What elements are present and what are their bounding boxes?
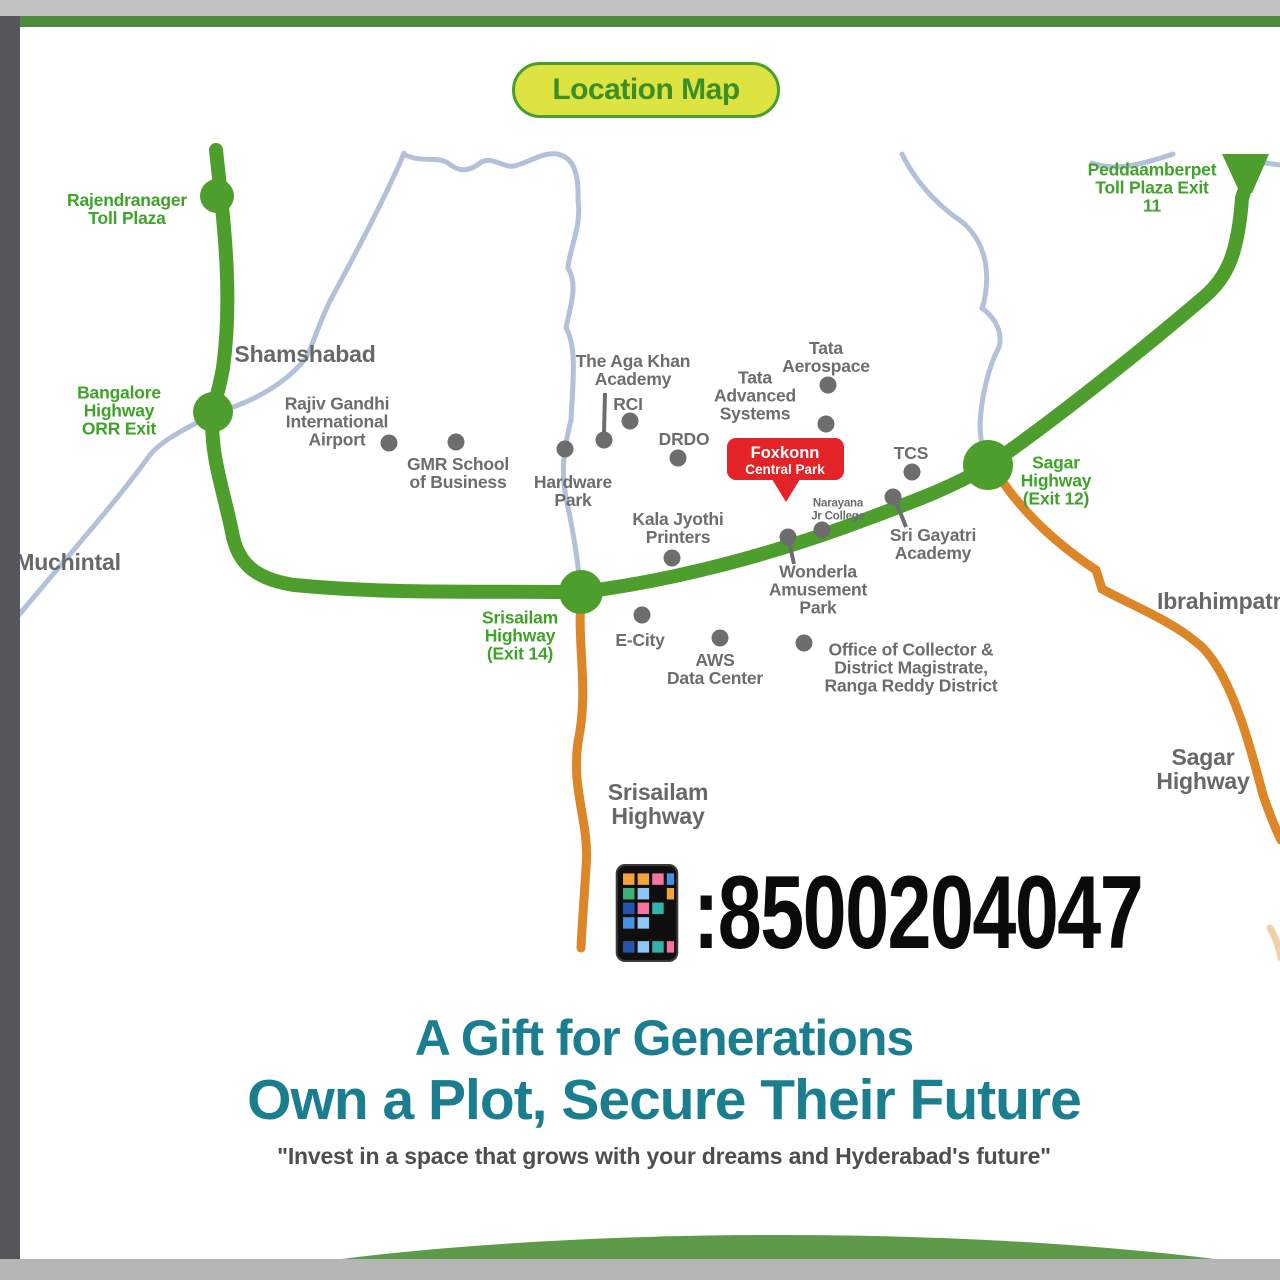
- label-srisailam-highway: Srisailam Highway: [607, 779, 709, 829]
- toll-node-rajendranagar: [200, 179, 234, 213]
- headline-line2: Own a Plot, Secure Their Future: [247, 1068, 1082, 1132]
- label-collector-office: Office of Collector & District Magistrat…: [824, 639, 998, 697]
- label-tata-aerospace: Tata Aerospace: [782, 337, 870, 376]
- label-tata-advanced-systems: Tata Advanced Systems: [713, 367, 797, 425]
- label-muchintal: Muchintal: [15, 549, 121, 576]
- poi-dot-rci: [621, 412, 639, 430]
- bottom-gray-strip: [0, 1259, 1280, 1280]
- label-hardware-park: Hardware Park: [533, 471, 613, 510]
- poi-dot-ecity: [633, 606, 651, 624]
- poi-dot-collector: [795, 634, 813, 652]
- label-tcs: TCS: [893, 442, 929, 463]
- junction-node-exit14: [559, 570, 603, 614]
- label-sagar-highway-exit12: Sagar Highway (Exit 12): [1020, 452, 1092, 510]
- poi-dot-aga-khan: [595, 431, 613, 449]
- river-left: [5, 150, 407, 631]
- srisailam-highway-road: [571, 595, 592, 953]
- poi-dot-tata-aerospace: [819, 376, 837, 394]
- label-bangalore-highway-orr-exit: Bangalore Highway ORR Exit: [77, 382, 161, 440]
- top-green-bar: [18, 16, 1280, 27]
- poi-dot-hardware-park: [556, 440, 574, 458]
- sagar-highway-road-tail: [1266, 924, 1280, 962]
- junction-node-exit12: [963, 440, 1013, 490]
- top-gray-bar: [0, 0, 1280, 16]
- location-map-pill: Location Map: [512, 62, 780, 118]
- poi-dot-narayana: [813, 521, 831, 539]
- foxkonn-marker: Foxkonn Central Park: [727, 438, 844, 502]
- river-middle: [402, 151, 583, 589]
- poi-dot-kala-jyothi: [663, 549, 681, 567]
- aga-khan-connector: [602, 392, 607, 435]
- foxkonn-marker-pointer: [770, 476, 802, 502]
- phone-number: :8500204047: [693, 855, 1144, 971]
- label-kala-jyothi-printers: Kala Jyothi Printers: [632, 508, 724, 547]
- label-narayana-jr-college: Narayana Jr College: [811, 497, 865, 522]
- toll-plaza-gate: [1222, 154, 1269, 193]
- label-aga-khan-academy: The Aga Khan Academy: [575, 350, 691, 389]
- label-sagar-highway: Sagar Highway: [1156, 744, 1250, 794]
- contact-row: :8500204047: [615, 855, 1280, 971]
- label-ecity: E-City: [615, 629, 665, 650]
- poi-dot-tata-advanced: [817, 415, 835, 433]
- sagar-highway-road: [995, 473, 1280, 845]
- toll-node-orr-exit: [193, 392, 233, 432]
- location-map-pill-label: Location Map: [552, 73, 740, 106]
- label-peddaamberpet-toll-plaza: Peddaamberpet Toll Plaza Exit 11: [1087, 159, 1217, 217]
- label-ibrahimpatnam: Ibrahimpatnam: [1157, 588, 1280, 615]
- label-sri-gayatri-academy: Sri Gayatri Academy: [889, 524, 977, 563]
- label-drdo: DRDO: [658, 428, 710, 449]
- tagline-quote: "Invest in a space that grows with your …: [277, 1143, 1051, 1169]
- label-rajendranagar-toll-plaza: Rajendranager Toll Plaza: [67, 189, 187, 228]
- label-srisailam-highway-exit14: Srisailam Highway (Exit 14): [481, 607, 559, 665]
- poi-dot-tcs: [903, 463, 921, 481]
- label-rci: RCI: [613, 393, 643, 414]
- river-topright-a: [1089, 151, 1176, 170]
- poi-dot-gmr: [447, 433, 465, 451]
- label-rajiv-gandhi-airport: Rajiv Gandhi International Airport: [284, 393, 390, 451]
- foxkonn-marker-line1: Foxkonn: [751, 444, 820, 462]
- headline-line1: A Gift for Generations: [414, 1010, 914, 1066]
- river-right: [899, 151, 1003, 469]
- foxkonn-marker-line2: Central Park: [745, 462, 825, 477]
- poi-dot-drdo: [669, 449, 687, 467]
- poi-dot-airport: [380, 434, 398, 452]
- poi-dot-aws: [711, 629, 729, 647]
- mobile-phone-icon: [615, 864, 679, 962]
- label-shamshabad: Shamshabad: [234, 341, 376, 368]
- poi-dot-sri-gayatri: [884, 488, 902, 506]
- label-wonderla-park: Wonderla Amusement Park: [768, 561, 868, 619]
- poi-dot-wonderla: [779, 528, 797, 546]
- label-aws-data-center: AWS Data Center: [666, 649, 764, 688]
- left-side-strip: [0, 16, 20, 1259]
- label-gmr-school: GMR School of Business: [406, 453, 510, 492]
- foxkonn-marker-body: [727, 438, 844, 480]
